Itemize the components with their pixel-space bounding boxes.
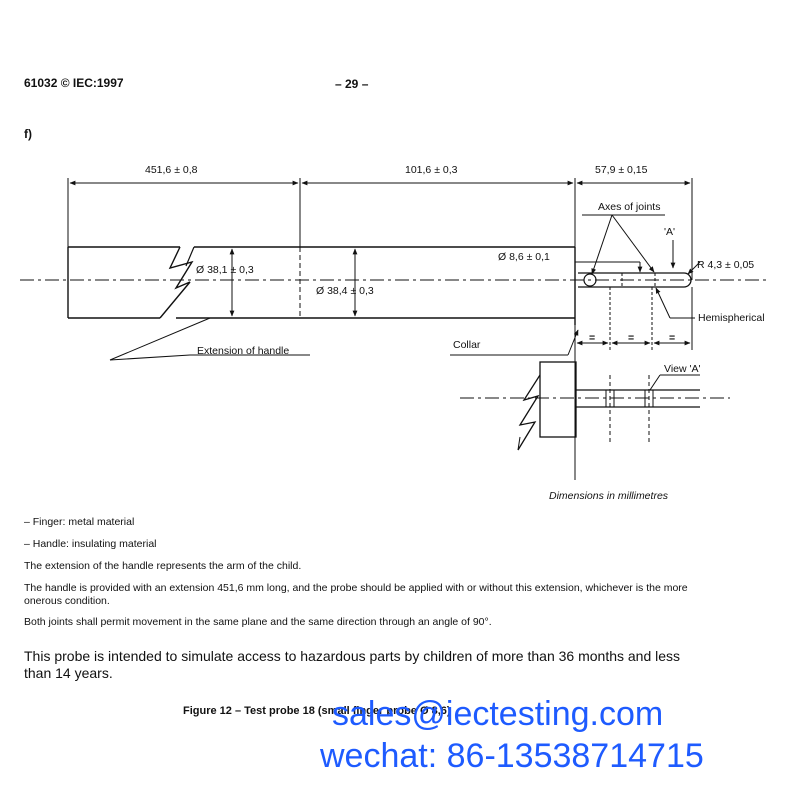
- equal-mark: =: [669, 332, 675, 344]
- dimension-extension-length: 451,6 ± 0,8: [145, 164, 198, 176]
- equal-mark: =: [589, 332, 595, 344]
- watermark-wechat: wechat: 86-13538714715: [320, 737, 704, 775]
- watermark-email: sales@iectesting.com: [332, 695, 664, 733]
- handle-diameter-label: Ø 38,4 ± 0,3: [316, 285, 374, 297]
- equal-mark: =: [628, 332, 634, 344]
- note-extension-provided: The handle is provided with an extension…: [24, 582, 688, 607]
- view-a-label: View 'A': [664, 363, 701, 375]
- extension-of-handle-label: Extension of handle: [197, 345, 289, 357]
- probe-drawing: 451,6 ± 0,8 101,6 ± 0,3 57,9 ± 0,15 Axes…: [20, 164, 770, 480]
- extension-diameter-label: Ø 38,1 ± 0,3: [196, 264, 254, 276]
- dimension-handle-length: 101,6 ± 0,3: [405, 164, 458, 176]
- tip-radius-label: R 4,3 ± 0,05: [697, 259, 754, 271]
- standard-reference: 61032 © IEC:1997: [24, 76, 124, 90]
- hemispherical-label: Hemispherical: [698, 312, 765, 324]
- figure-caption: Figure 12 – Test probe 18 (small finger …: [183, 705, 451, 717]
- view-a-marker-label: 'A': [664, 226, 675, 238]
- finger-diameter-label: Ø 8,6 ± 0,1: [498, 251, 550, 263]
- axes-of-joints-label: Axes of joints: [598, 201, 660, 213]
- note-handle-material: – Handle: insulating material: [24, 538, 157, 550]
- probe-intent: This probe is intended to simulate acces…: [24, 648, 681, 681]
- note-joints: Both joints shall permit movement in the…: [24, 616, 492, 628]
- dimension-finger-length: 57,9 ± 0,15: [595, 164, 648, 176]
- note-extension: The extension of the handle represents t…: [24, 560, 302, 572]
- page-number: – 29 –: [335, 77, 369, 91]
- note-finger-material: – Finger: metal material: [24, 516, 135, 528]
- section-label: f): [24, 127, 32, 141]
- collar-label: Collar: [453, 339, 481, 351]
- view-a-collar: [539, 361, 577, 438]
- units-note: Dimensions in millimetres: [549, 490, 669, 502]
